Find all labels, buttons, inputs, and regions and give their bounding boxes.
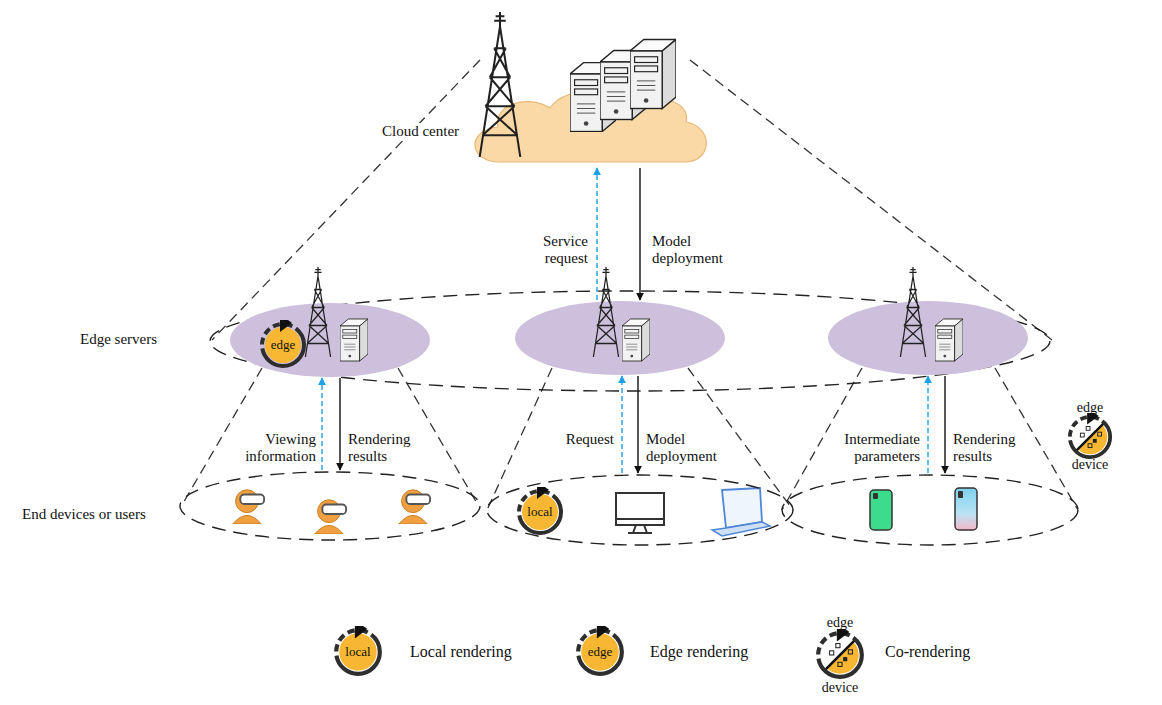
icon-label: edge — [827, 615, 853, 631]
solid-arrow — [944, 376, 945, 473]
vr-user-icon — [399, 490, 430, 524]
icon-label: edge — [588, 645, 613, 660]
server-icon — [935, 319, 963, 361]
dashed-arrow — [621, 376, 622, 473]
node-label: End devices or users — [22, 506, 146, 523]
cone-lines — [182, 60, 1078, 510]
node-outline — [828, 300, 1028, 376]
node-outline — [230, 302, 430, 378]
dashed-arrow — [321, 378, 322, 470]
dashed-arrow — [596, 168, 597, 300]
end-device-group: local — [485, 473, 795, 547]
ellipse-outline — [828, 301, 1028, 375]
edge-label: Intermediate parameters — [832, 431, 920, 466]
icon-label: edge — [1077, 400, 1103, 416]
server-icon — [630, 40, 676, 109]
edge-server-band: Edge servers edge — [75, 288, 1055, 394]
node-label: Edge servers — [80, 331, 157, 348]
co-rendering-icon — [818, 623, 862, 677]
server-icon — [622, 319, 650, 361]
ellipse-outline — [782, 475, 1078, 545]
edge-server — [828, 300, 1028, 376]
rendering-icon — [519, 481, 561, 533]
cone-line — [212, 60, 480, 340]
icon-label: device — [1072, 457, 1109, 473]
ellipse-outline — [515, 301, 725, 375]
cloud-center: Cloud center — [380, 8, 710, 168]
phone-icon — [955, 488, 977, 530]
edge-server: edge — [230, 302, 430, 378]
ellipse-outline — [487, 475, 793, 545]
icon-text: edge — [271, 338, 296, 353]
ellipse-outline — [180, 472, 480, 540]
monitor-icon — [616, 493, 664, 533]
server-icon — [340, 319, 368, 361]
local-rendering-icon — [336, 620, 380, 674]
edge-label: Rendering results — [348, 431, 420, 466]
end-device-group — [780, 473, 1080, 547]
legend-text: Co-rendering — [885, 643, 970, 661]
rendering-icon — [262, 314, 304, 366]
icon-label: device — [822, 680, 859, 696]
phone-icon — [870, 490, 892, 530]
legend-text: Edge rendering — [650, 643, 748, 661]
tower-icon — [593, 267, 618, 357]
tower-icon — [305, 267, 330, 357]
tablet-icon — [712, 488, 770, 536]
edge-rendering-icon — [578, 620, 622, 674]
node-label: Cloud center — [380, 123, 461, 140]
edge-label: Service request — [526, 233, 588, 268]
edge-label: Model deployment — [652, 233, 736, 268]
node-outline — [515, 300, 725, 376]
end-device-group: End devices or users — [20, 470, 482, 542]
ellipse-outline — [230, 303, 430, 377]
icon-label: local — [345, 645, 370, 660]
node-outline — [780, 473, 1080, 547]
solid-arrow — [339, 378, 340, 470]
vr-user-icon — [233, 490, 264, 524]
tower-icon — [480, 12, 521, 157]
edge-server — [515, 300, 725, 376]
ellipse-outline — [210, 291, 1050, 391]
dashed-arrow — [927, 376, 928, 473]
cone-line — [690, 60, 1052, 340]
edge-label: Rendering results — [953, 431, 1025, 466]
edge-label: Request — [552, 431, 614, 448]
vr-user-icon — [315, 500, 346, 534]
tower-icon — [900, 267, 925, 357]
icon-text: local — [527, 505, 552, 520]
legend-text: Local rendering — [410, 643, 512, 661]
solid-arrow — [639, 168, 640, 300]
edge-label: Viewing information — [234, 431, 316, 466]
node-outline — [20, 470, 482, 542]
edge-label: Model deployment — [646, 431, 730, 466]
